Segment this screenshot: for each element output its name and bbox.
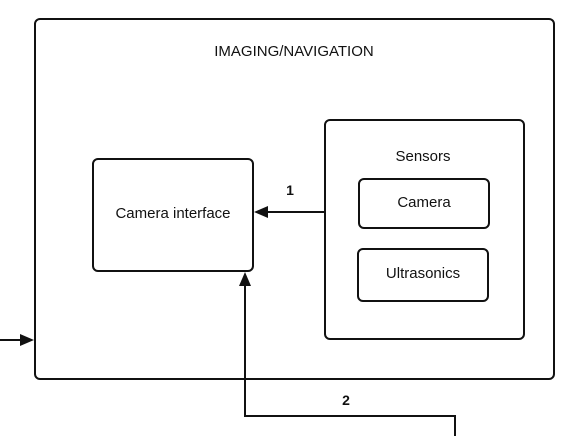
camera-interface-label: Camera interface [115,205,231,222]
imaging-navigation-title: IMAGING/NAVIGATION [214,43,374,60]
camera-sensor-label: Camera [397,194,451,211]
camera-interface-block [92,158,254,272]
edge-2-arrowhead [239,272,251,286]
sensors-block [324,119,525,340]
edge-1-arrowhead [254,206,268,218]
edge-2-line [244,284,456,436]
edge-2-label: 2 [342,392,350,408]
incoming-arrowhead [20,334,34,346]
sensors-title: Sensors [395,148,451,165]
ultrasonics-sensor-block [357,248,489,302]
camera-sensor-block [358,178,490,229]
edge-1-label: 1 [286,182,294,198]
ultrasonics-sensor-label: Ultrasonics [385,265,461,282]
